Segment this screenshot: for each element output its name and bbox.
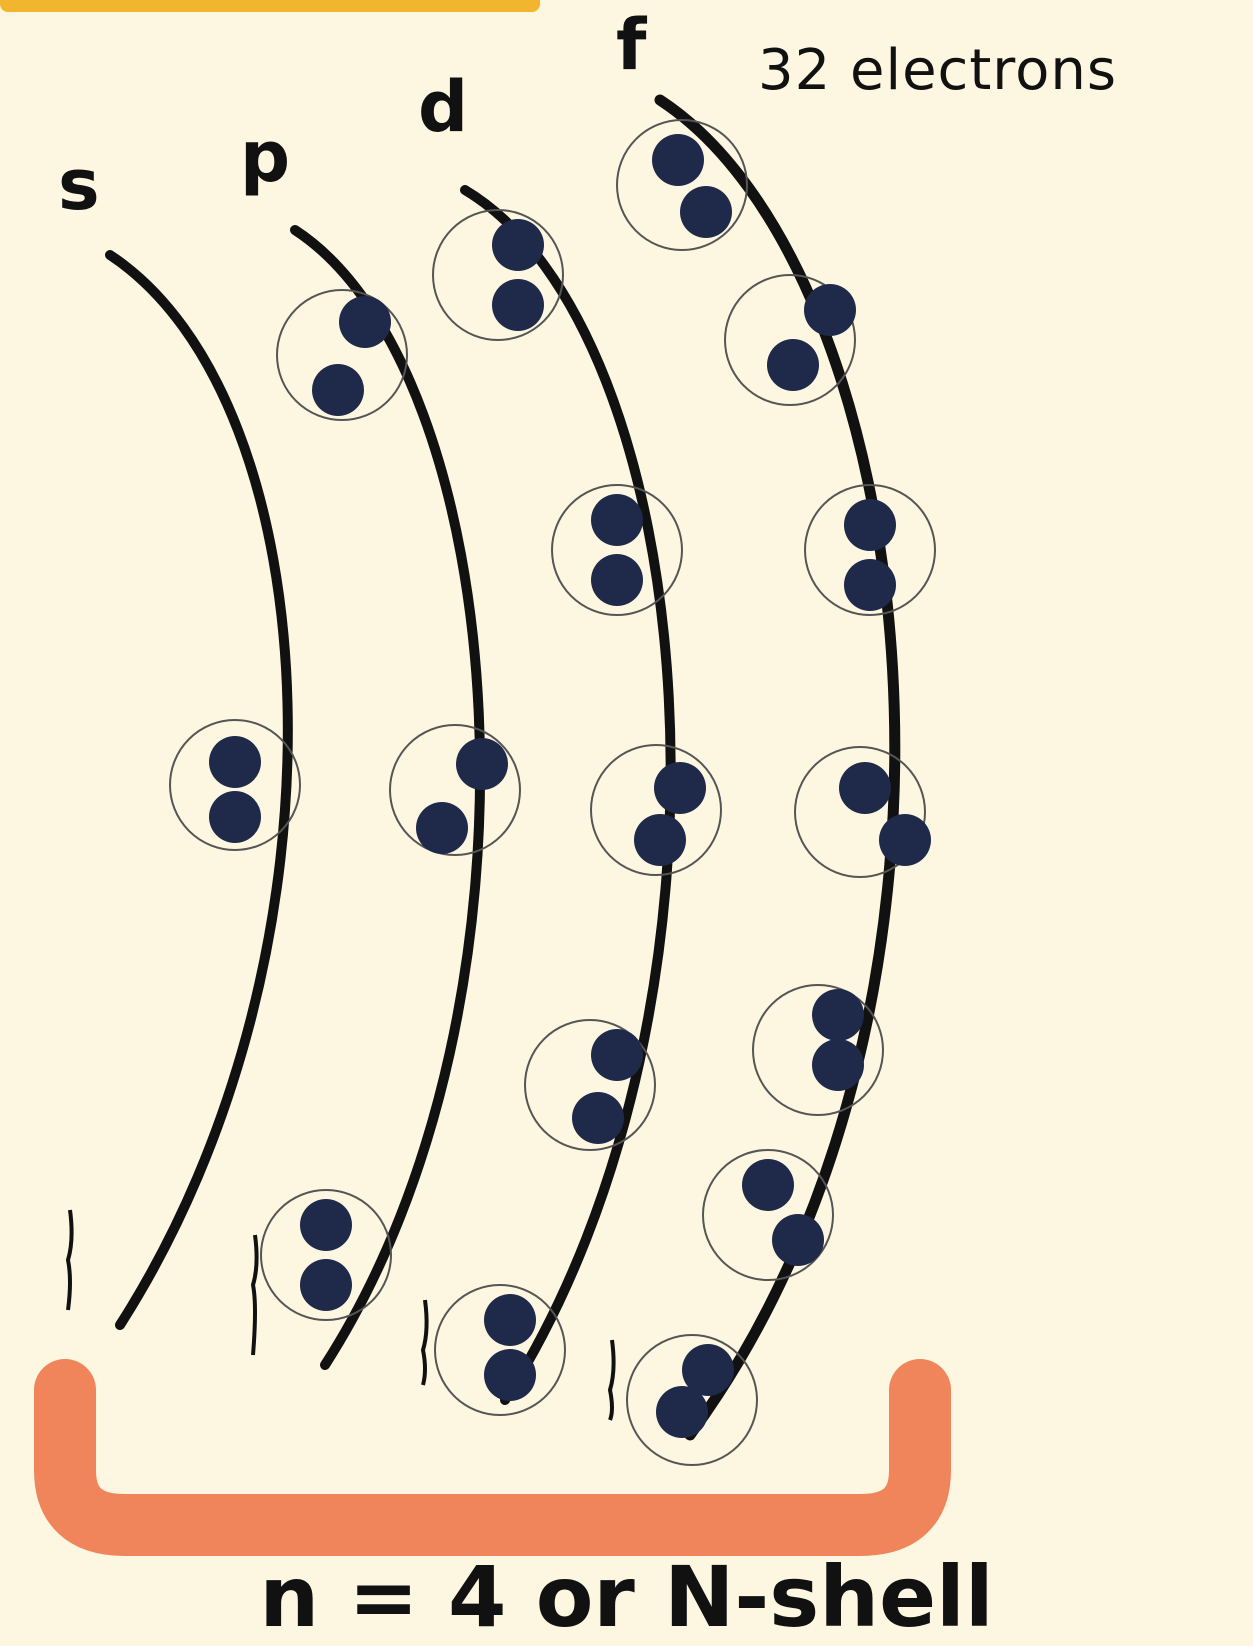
subshell-arc-s bbox=[110, 255, 288, 1325]
electron bbox=[591, 554, 643, 606]
electron bbox=[879, 814, 931, 866]
shell-bracket bbox=[65, 1390, 920, 1525]
electron bbox=[209, 736, 261, 788]
electron bbox=[591, 1029, 643, 1081]
orbital-d bbox=[591, 745, 721, 875]
base-tick-mark bbox=[68, 1210, 72, 1310]
electron bbox=[339, 296, 391, 348]
electron bbox=[772, 1214, 824, 1266]
orbital-f bbox=[617, 120, 747, 250]
electron bbox=[844, 559, 896, 611]
orbital-f bbox=[795, 747, 931, 877]
electron bbox=[456, 738, 508, 790]
electron bbox=[492, 219, 544, 271]
electron bbox=[591, 494, 643, 546]
electron bbox=[812, 1039, 864, 1091]
electron bbox=[844, 499, 896, 551]
electron bbox=[484, 1294, 536, 1346]
electron bbox=[839, 762, 891, 814]
electron bbox=[312, 364, 364, 416]
electron bbox=[300, 1199, 352, 1251]
electron bbox=[742, 1159, 794, 1211]
orbital-d bbox=[552, 485, 682, 615]
electron bbox=[492, 279, 544, 331]
base-tick-mark bbox=[423, 1300, 427, 1385]
electron-count-label: 32 electrons bbox=[758, 38, 1117, 103]
subshell-arc-d bbox=[465, 190, 671, 1400]
orbital-d bbox=[433, 210, 563, 340]
electron bbox=[300, 1259, 352, 1311]
subshell-label-f: f bbox=[616, 10, 646, 80]
electron bbox=[209, 791, 261, 843]
electron bbox=[680, 186, 732, 238]
electron bbox=[634, 814, 686, 866]
electron bbox=[652, 134, 704, 186]
orbital-d bbox=[435, 1285, 565, 1415]
orbital-f bbox=[805, 485, 935, 615]
electron bbox=[804, 284, 856, 336]
electron bbox=[572, 1092, 624, 1144]
electron bbox=[656, 1386, 708, 1438]
orbital-s bbox=[170, 720, 300, 850]
orbital-p bbox=[390, 725, 520, 855]
orbital-p bbox=[261, 1190, 391, 1320]
base-tick-mark bbox=[253, 1235, 257, 1355]
electron bbox=[767, 339, 819, 391]
orbital-p bbox=[277, 290, 407, 420]
subshell-label-d: d bbox=[418, 72, 468, 142]
subshell-label-p: p bbox=[240, 122, 290, 192]
electron bbox=[484, 1349, 536, 1401]
orbital-f bbox=[627, 1335, 757, 1465]
orbital-f bbox=[725, 275, 856, 405]
base-tick-mark bbox=[610, 1340, 614, 1420]
electron bbox=[812, 989, 864, 1041]
electron bbox=[654, 762, 706, 814]
shell-label: n = 4 or N-shell bbox=[0, 1548, 1253, 1646]
subshell-label-s: s bbox=[58, 150, 100, 220]
electron bbox=[416, 802, 468, 854]
